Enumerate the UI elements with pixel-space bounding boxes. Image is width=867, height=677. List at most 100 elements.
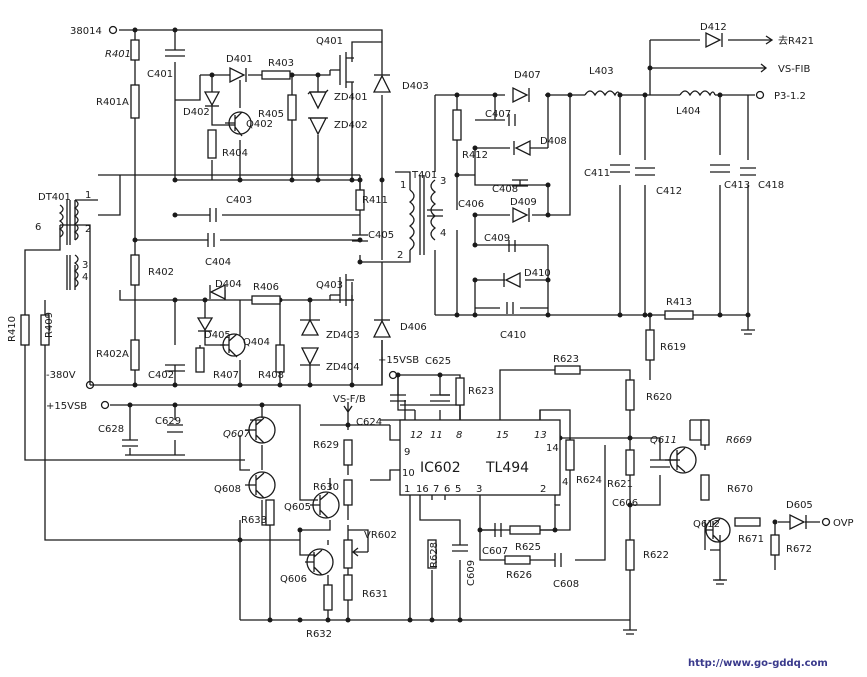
- diode-d409: [512, 206, 529, 224]
- capacitor-c401: [165, 49, 185, 57]
- label-minus-380v: -380V: [46, 370, 76, 381]
- label-c412: C412: [656, 186, 682, 197]
- label-r670: R670: [727, 484, 753, 495]
- label-r403: R403: [268, 58, 294, 69]
- ic-pin-4: 4: [562, 477, 568, 488]
- winding-t-2: 2: [397, 250, 403, 261]
- label-q402: Q402: [246, 119, 273, 130]
- inductor-l403: [584, 90, 621, 97]
- capacitor-c418: [740, 167, 756, 176]
- label-r410: R410: [7, 316, 18, 342]
- label-q607: Q607: [223, 429, 251, 440]
- ic-part: TL494: [485, 460, 529, 476]
- winding-dt-3: 3: [82, 260, 88, 271]
- label-ovp: OVP: [833, 518, 854, 529]
- label-r402: R402: [148, 267, 174, 278]
- resistor-r407: [195, 347, 205, 373]
- label-c413: C413: [724, 180, 750, 191]
- diode-d405: [196, 317, 214, 332]
- resistor-r623-left: [455, 377, 465, 406]
- label-plus15vsb-left: +15VSB: [46, 401, 87, 412]
- label-c411: C411: [584, 168, 610, 179]
- transistor-q608: [245, 471, 276, 499]
- resistor-r620: [625, 379, 635, 411]
- label-d410: D410: [524, 268, 551, 279]
- label-r413: R413: [666, 297, 692, 308]
- label-r408: R408: [258, 370, 284, 381]
- label-q404: Q404: [243, 337, 270, 348]
- label-r405: R405: [258, 109, 284, 120]
- label-r401: R401: [105, 49, 131, 60]
- label-r632: R632: [306, 629, 332, 640]
- label-r621: R621: [607, 479, 633, 490]
- capacitor-c411: [610, 164, 630, 173]
- label-r672: R672: [786, 544, 812, 555]
- label-c401: C401: [147, 69, 173, 80]
- winding-dt-4: 4: [82, 272, 88, 283]
- arrows: [85, 25, 831, 527]
- resistor-r413: [664, 310, 694, 320]
- resistor-r632: [323, 584, 333, 611]
- label-d403: D403: [402, 81, 429, 92]
- label-r633: R633: [241, 515, 267, 526]
- label-d402: D402: [183, 107, 210, 118]
- winding-t-3: 3: [440, 176, 446, 187]
- diode-d403: [372, 74, 392, 93]
- capacitor-c413: [710, 164, 730, 173]
- capacitor-c628: [122, 439, 138, 447]
- label-c624: C624: [356, 417, 382, 428]
- label-plus15vsb-top: +15VSB: [378, 355, 419, 366]
- label-r411: R411: [362, 195, 388, 206]
- resistor-r409: [40, 314, 50, 346]
- label-c409: C409: [484, 233, 510, 244]
- capacitor-c406: [427, 209, 443, 217]
- diodes: [196, 31, 807, 531]
- transistor-q611: [668, 446, 697, 474]
- arrow-to-r421: [765, 35, 774, 45]
- transformer-dt401: [58, 199, 79, 290]
- ic-pin-15: 15: [496, 430, 509, 441]
- label-r404: R404: [222, 148, 248, 159]
- label-r623-left: R623: [468, 386, 494, 397]
- label-vs-fib: VS-FIB: [778, 64, 810, 75]
- ic-pin-1: 1: [404, 484, 410, 495]
- label-r669: R669: [726, 435, 752, 446]
- label-d407: D407: [514, 70, 541, 81]
- magnetics: [58, 90, 716, 290]
- diode-d410: [504, 271, 521, 289]
- label-c404: C404: [205, 257, 231, 268]
- label-c608: C608: [553, 579, 579, 590]
- resistor-r410: [20, 314, 30, 346]
- resistor-r406: [251, 295, 281, 305]
- label-dt401: DT401: [38, 192, 71, 203]
- label-l403: L403: [589, 66, 614, 77]
- label-38014: 38014: [70, 26, 102, 37]
- ic-labels: IC602 TL494 12 11 8 15 13 9 14 10 1 16 7…: [402, 430, 568, 495]
- capacitor-c607: [494, 523, 502, 537]
- label-r626: R626: [506, 570, 532, 581]
- resistor-r672: [770, 534, 780, 556]
- label-c607: C607: [482, 546, 508, 557]
- resistor-r402a: [130, 339, 140, 371]
- transformer-t401: [408, 175, 437, 255]
- label-t401: T401: [411, 170, 437, 181]
- zener-zd401: [308, 91, 328, 110]
- diode-d408: [514, 139, 531, 157]
- label-q606: Q606: [280, 574, 307, 585]
- ic-pin-9: 9: [404, 447, 410, 458]
- label-c625: C625: [425, 356, 451, 367]
- diode-d404: [209, 283, 226, 301]
- capacitor-c412: [635, 167, 655, 176]
- label-q605: Q605: [284, 502, 311, 513]
- resistor-r623-top: [554, 365, 581, 375]
- label-r622: R622: [643, 550, 669, 561]
- label-zd404: ZD404: [326, 362, 360, 373]
- capacitor-c606: [650, 459, 670, 468]
- label-c410: C410: [500, 330, 526, 341]
- label-r629: R629: [313, 440, 339, 451]
- ic-ref: IC602: [420, 460, 461, 476]
- transistor-q404: [220, 333, 246, 358]
- capacitor-c409: [508, 240, 516, 252]
- label-d404: D404: [215, 279, 242, 290]
- transistor-q605: [310, 491, 340, 519]
